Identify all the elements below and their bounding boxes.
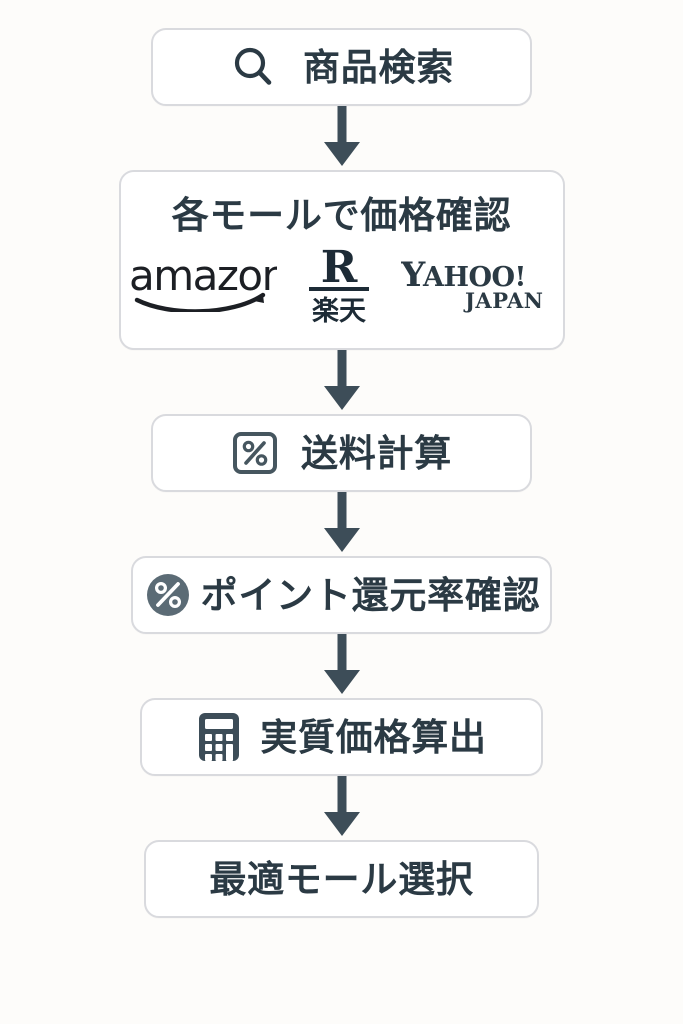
arrow-4 xyxy=(319,634,365,698)
svg-text:JAPAN: JAPAN xyxy=(463,288,543,313)
rakuten-logo: R 楽天 xyxy=(303,242,375,324)
arrow-2 xyxy=(319,350,365,414)
arrow-1 xyxy=(319,106,365,170)
flow-step-2[interactable]: 各モールで価格確認 amazon R 楽天 xyxy=(118,170,565,350)
flow-step-5[interactable]: 実質価格算出 xyxy=(140,698,543,776)
percent-circle-icon xyxy=(143,570,193,620)
yahoo-japan-logo: Y AHOO! JAPAN xyxy=(401,252,557,314)
flow-step-1-label: 商品検索 xyxy=(303,45,454,89)
mall-logo-row: amazon R 楽天 Y AHOO! JAPAN xyxy=(121,242,563,324)
arrow-5 xyxy=(319,776,365,840)
flow-step-4[interactable]: ポイント還元率確認 xyxy=(131,556,552,634)
flow-step-3[interactable]: 送料計算 xyxy=(151,414,532,492)
flow-step-6[interactable]: 最適モール選択 xyxy=(144,840,539,918)
flow-step-2-label: 各モールで価格確認 xyxy=(171,193,512,237)
flow-step-4-label: ポイント還元率確認 xyxy=(200,573,541,617)
flow-step-3-label: 送料計算 xyxy=(301,431,452,475)
flow-step-6-label: 最適モール選択 xyxy=(209,857,474,901)
svg-text:AHOO!: AHOO! xyxy=(422,262,526,293)
percent-square-icon xyxy=(231,429,279,477)
search-icon xyxy=(229,43,277,91)
calculator-icon xyxy=(196,711,242,763)
arrow-3 xyxy=(319,492,365,556)
svg-text:amazon: amazon xyxy=(129,254,277,300)
flow-step-1[interactable]: 商品検索 xyxy=(151,28,532,106)
amazon-logo: amazon xyxy=(127,254,277,312)
flow-step-5-label: 実質価格算出 xyxy=(260,715,487,759)
svg-text:R: R xyxy=(320,242,357,293)
svg-text:Y: Y xyxy=(401,255,426,295)
svg-text:楽天: 楽天 xyxy=(312,296,366,324)
